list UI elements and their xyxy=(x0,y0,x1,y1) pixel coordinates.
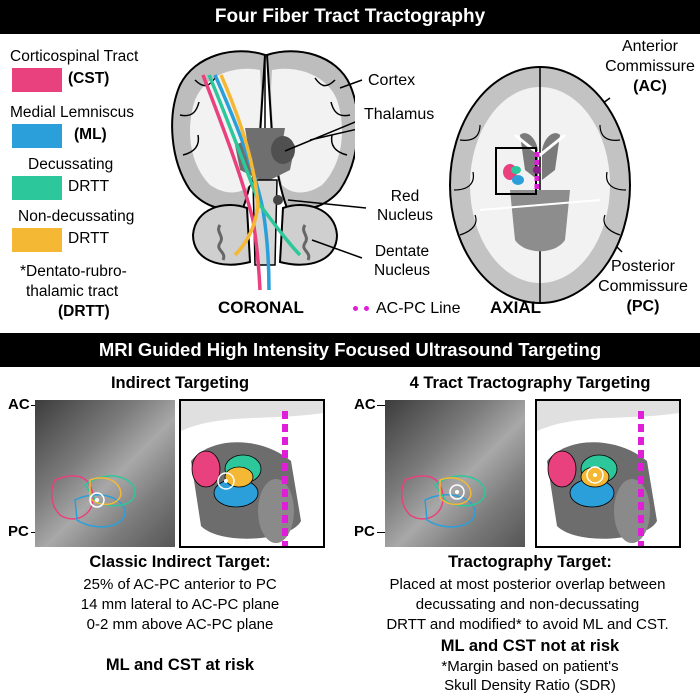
legend-ml-swatch xyxy=(12,124,62,148)
acpc-legend-swatch xyxy=(353,306,369,317)
legend-ml-abbr: (ML) xyxy=(74,126,107,143)
label-ac-l1: Anterior xyxy=(621,38,679,55)
label-pc-l2: Commissure xyxy=(598,278,688,295)
label-pc-abbr: (PC) xyxy=(626,298,660,315)
indirect-title: Indirect Targeting xyxy=(110,374,250,392)
label-red-l1: Red xyxy=(390,188,420,205)
tract-pc-label: PC xyxy=(354,523,375,540)
tract-margin-line1: *Margin based on patient's xyxy=(441,658,619,675)
legend-cst-name: Corticospinal Tract xyxy=(10,48,139,65)
indirect-subtitle: Classic Indirect Target: xyxy=(89,553,271,571)
indirect-ac-label: AC xyxy=(8,396,30,413)
label-dentate-l2: Nucleus xyxy=(374,262,430,279)
legend-nondec-swatch xyxy=(12,228,62,252)
legend-nondec-abbr: DRTT xyxy=(68,230,110,247)
tract-schematic xyxy=(535,399,681,548)
banner-bottom: MRI Guided High Intensity Focused Ultras… xyxy=(0,333,700,367)
label-coronal: CORONAL xyxy=(218,298,304,317)
legend-cst-swatch xyxy=(12,68,62,92)
axial-brain-diagram xyxy=(449,66,631,304)
legend-dec-abbr: DRTT xyxy=(68,178,110,195)
legend-footnote-line3: (DRTT) xyxy=(58,303,110,320)
label-ac-l2: Commissure xyxy=(605,58,695,75)
legend-ml-name: Medial Lemniscus xyxy=(10,104,135,121)
label-ac-abbr: (AC) xyxy=(633,78,667,95)
indirect-line1: 25% of AC-PC anterior to PC xyxy=(83,576,277,593)
label-acpc: AC-PC Line xyxy=(376,300,461,317)
indirect-line2: 14 mm lateral to AC-PC plane xyxy=(80,596,280,613)
coronal-brain-diagram xyxy=(171,50,355,291)
coronal-red-nucleus xyxy=(273,195,283,205)
label-thalamus: Thalamus xyxy=(364,106,435,123)
label-dentate-l1: Dentate xyxy=(374,243,430,260)
legend-footnote-line2: thalamic tract xyxy=(26,283,119,300)
legend-dec-name: Decussating xyxy=(28,156,114,173)
legend-cst-abbr: (CST) xyxy=(68,70,110,87)
tract-line3: DRTT and modified* to avoid ML and CST. xyxy=(386,616,669,633)
tract-line2: decussating and non-decussating xyxy=(415,596,640,613)
tract-margin-line2: Skull Density Ratio (SDR) xyxy=(444,677,616,694)
coronal-nondec-tract xyxy=(219,74,260,257)
indirect-line3: 0-2 mm above AC-PC plane xyxy=(86,616,274,633)
legend-dec-swatch xyxy=(12,176,62,200)
tract-ac-label: AC xyxy=(354,396,376,413)
coronal-dentate-nucleus xyxy=(302,224,311,261)
tract-risk: ML and CST not at risk xyxy=(440,637,620,655)
tract-mri-image xyxy=(385,400,525,547)
legend-nondec-name: Non-decussating xyxy=(18,208,135,225)
tract-line1: Placed at most posterior overlap between xyxy=(389,576,666,593)
label-pc-l1: Posterior xyxy=(610,258,676,275)
banner-top: Four Fiber Tract Tractography xyxy=(0,0,700,34)
label-axial: AXIAL xyxy=(490,298,541,317)
indirect-mri-image xyxy=(35,400,175,547)
coronal-cst-tract xyxy=(201,74,262,291)
indirect-risk: ML and CST at risk xyxy=(105,656,255,674)
legend-footnote-line1: *Dentato-rubro- xyxy=(20,263,127,280)
tract-title: 4 Tract Tractography Targeting xyxy=(409,374,651,392)
coronal-thalamus-right xyxy=(271,136,295,164)
indirect-schematic xyxy=(179,399,325,548)
label-red-l2: Nucleus xyxy=(377,207,433,224)
tract-subtitle: Tractography Target: xyxy=(448,553,612,571)
indirect-pc-label: PC xyxy=(8,523,29,540)
label-cortex: Cortex xyxy=(368,72,416,89)
